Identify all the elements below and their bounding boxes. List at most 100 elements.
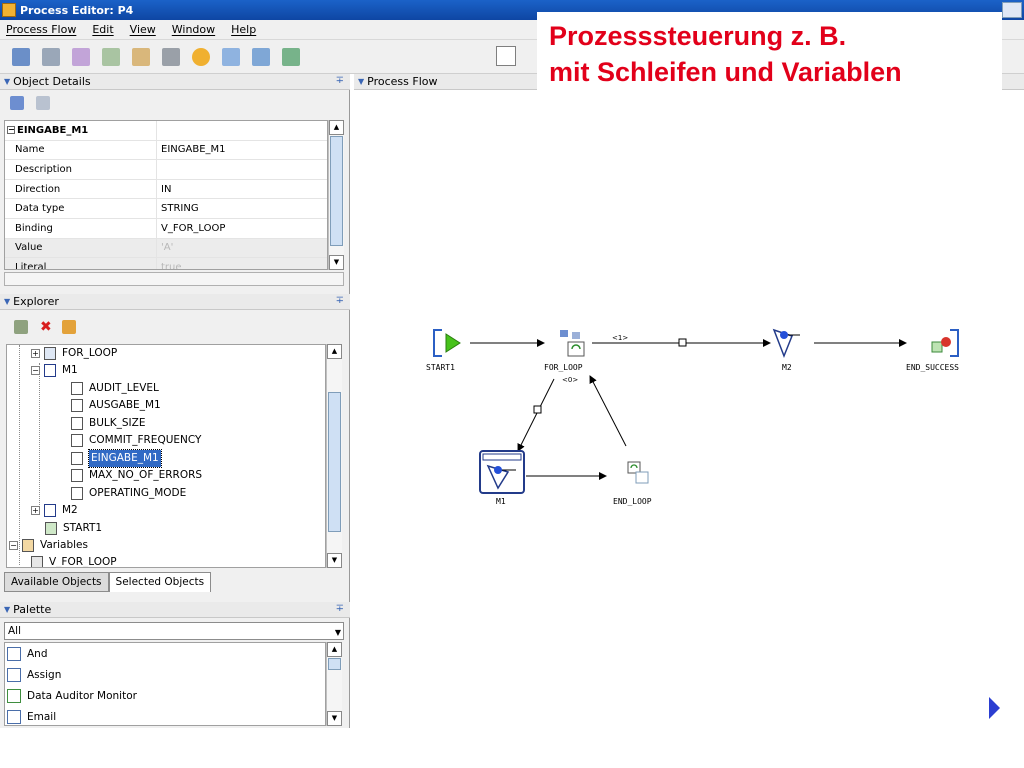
- explorer-scrollbar[interactable]: ▲ ▼: [326, 344, 342, 568]
- menu-help[interactable]: Help: [231, 23, 257, 36]
- scroll-thumb[interactable]: [328, 392, 341, 532]
- m2-node[interactable]: M2: [772, 328, 800, 372]
- tree-item[interactable]: OPERATING_MODE: [71, 485, 186, 502]
- for-loop-node[interactable]: FOR_LOOP: [544, 330, 586, 372]
- palette-item-data-auditor-monitor[interactable]: Data Auditor Monitor: [5, 685, 325, 706]
- explorer-header[interactable]: ▼ Explorer ∓: [0, 294, 350, 310]
- palette-item-assign[interactable]: Assign: [5, 664, 325, 685]
- collapse-node-icon[interactable]: −: [9, 541, 18, 550]
- table-row[interactable]: Binding V_FOR_LOOP: [5, 218, 327, 239]
- new-icon[interactable]: [12, 47, 30, 66]
- collapse-node-icon[interactable]: −: [7, 125, 15, 135]
- collapse-icon[interactable]: ▼: [4, 297, 11, 306]
- collapse-icon[interactable]: ▼: [4, 605, 11, 614]
- scroll-down-icon[interactable]: ▼: [327, 553, 342, 568]
- tab-selected-objects[interactable]: Selected Objects: [108, 572, 212, 592]
- scroll-thumb[interactable]: [330, 136, 343, 246]
- deploy-icon[interactable]: [132, 47, 150, 66]
- property-value[interactable]: IN: [161, 183, 172, 195]
- tree-item[interactable]: START1: [45, 520, 102, 537]
- tree-item[interactable]: +M2: [31, 504, 78, 517]
- network-icon[interactable]: [282, 47, 300, 66]
- delete-icon[interactable]: ✖: [40, 319, 52, 335]
- property-value[interactable]: 'A': [161, 242, 174, 254]
- tree-item-selected[interactable]: EINGABE_M1: [71, 449, 162, 468]
- explorer-tree: +FOR_LOOP −M1 AUDIT_LEVEL AUSGABE_M1 BUL…: [6, 344, 326, 568]
- pin-icon[interactable]: ∓: [335, 603, 344, 614]
- scroll-down-icon[interactable]: ▼: [327, 711, 342, 726]
- menu-edit[interactable]: Edit: [92, 23, 114, 36]
- minimize-button[interactable]: [1002, 2, 1022, 18]
- property-value[interactable]: V_FOR_LOOP: [161, 222, 226, 234]
- object-details-header[interactable]: ▼ Object Details ∓: [0, 74, 350, 90]
- menu-window[interactable]: Window: [171, 23, 216, 36]
- property-value[interactable]: EINGABE_M1: [161, 144, 226, 156]
- print-icon[interactable]: [162, 47, 180, 66]
- menu-process-flow[interactable]: Process Flow: [6, 23, 77, 36]
- palette-filter-select[interactable]: All ▼: [4, 622, 344, 640]
- tree-item[interactable]: COMMIT_FREQUENCY: [71, 432, 201, 449]
- scroll-up-icon[interactable]: ▲: [327, 344, 342, 359]
- end-success-node[interactable]: END_SUCCESS: [906, 329, 959, 372]
- table-row[interactable]: Literal true: [5, 258, 327, 270]
- properties-icon[interactable]: [61, 320, 76, 334]
- table-row[interactable]: Value 'A': [5, 238, 327, 259]
- palette-scrollbar[interactable]: ▲ ▼: [326, 642, 342, 726]
- tree-item[interactable]: BULK_SIZE: [71, 415, 145, 432]
- table-row[interactable]: Data type STRING: [5, 199, 327, 219]
- palette-header[interactable]: ▼ Palette ∓: [0, 602, 350, 618]
- transition-end-loop-for-loop[interactable]: [589, 375, 627, 447]
- help-icon[interactable]: [192, 47, 210, 66]
- palette-item-and[interactable]: And: [5, 643, 325, 664]
- process-flow-canvas[interactable]: ▼ Process Flow: [354, 74, 1024, 728]
- select-tool-icon[interactable]: [496, 46, 516, 66]
- validate-icon[interactable]: [72, 47, 90, 66]
- generate-icon[interactable]: [102, 47, 120, 66]
- property-value[interactable]: STRING: [161, 203, 199, 215]
- add-object-icon[interactable]: [14, 320, 28, 334]
- collapse-node-icon[interactable]: −: [31, 366, 40, 375]
- sort-icon[interactable]: [36, 96, 50, 110]
- m1-node[interactable]: M1: [479, 450, 525, 506]
- pin-icon[interactable]: ∓: [335, 295, 344, 306]
- next-slide-arrow-icon[interactable]: [989, 697, 1000, 719]
- tree-item[interactable]: AUSGABE_M1: [71, 397, 161, 414]
- tree-item[interactable]: −Variables: [9, 539, 88, 552]
- parameter-icon: [71, 487, 83, 500]
- details-splitter[interactable]: [4, 272, 344, 286]
- end-loop-node[interactable]: END_LOOP: [613, 461, 652, 506]
- scroll-up-icon[interactable]: ▲: [329, 120, 344, 135]
- transition-handle[interactable]: [678, 338, 687, 347]
- tree-item[interactable]: AUDIT_LEVEL: [71, 380, 159, 397]
- scroll-down-icon[interactable]: ▼: [329, 255, 344, 270]
- start1-node[interactable]: START1: [426, 329, 461, 372]
- scroll-thumb[interactable]: [328, 658, 341, 670]
- palette-item-email[interactable]: Email: [5, 706, 325, 727]
- explorer-tabs: Available Objects Selected Objects: [4, 572, 212, 594]
- expand-icon[interactable]: +: [31, 506, 40, 515]
- menu-view[interactable]: View: [129, 23, 156, 36]
- edge-label: <0>: [562, 376, 578, 384]
- table-row[interactable]: Name EINGABE_M1: [5, 140, 327, 161]
- details-scrollbar[interactable]: ▲ ▼: [328, 120, 344, 270]
- pin-icon[interactable]: ∓: [335, 75, 344, 86]
- save-icon[interactable]: [42, 47, 60, 66]
- table-row[interactable]: −EINGABE_M1: [5, 121, 327, 141]
- auto-layout-icon[interactable]: [252, 47, 270, 66]
- filter-icon[interactable]: [10, 96, 24, 110]
- tree-item[interactable]: −M1: [31, 364, 78, 377]
- table-row[interactable]: Direction IN: [5, 179, 327, 200]
- tree-item[interactable]: MAX_NO_OF_ERRORS: [71, 467, 202, 484]
- transition-handle[interactable]: [533, 405, 542, 414]
- collapse-icon[interactable]: ▼: [358, 77, 365, 86]
- tree-item[interactable]: +FOR_LOOP: [31, 347, 118, 360]
- tab-available-objects[interactable]: Available Objects: [4, 572, 109, 592]
- table-row[interactable]: Description: [5, 160, 327, 180]
- property-value[interactable]: true: [161, 261, 182, 270]
- layout-icon[interactable]: [222, 47, 240, 66]
- transition-for-loop-m1[interactable]: [517, 378, 555, 452]
- expand-icon[interactable]: +: [31, 349, 40, 358]
- tree-item[interactable]: V_FOR_LOOP: [31, 554, 117, 567]
- collapse-icon[interactable]: ▼: [4, 77, 11, 86]
- scroll-up-icon[interactable]: ▲: [327, 642, 342, 657]
